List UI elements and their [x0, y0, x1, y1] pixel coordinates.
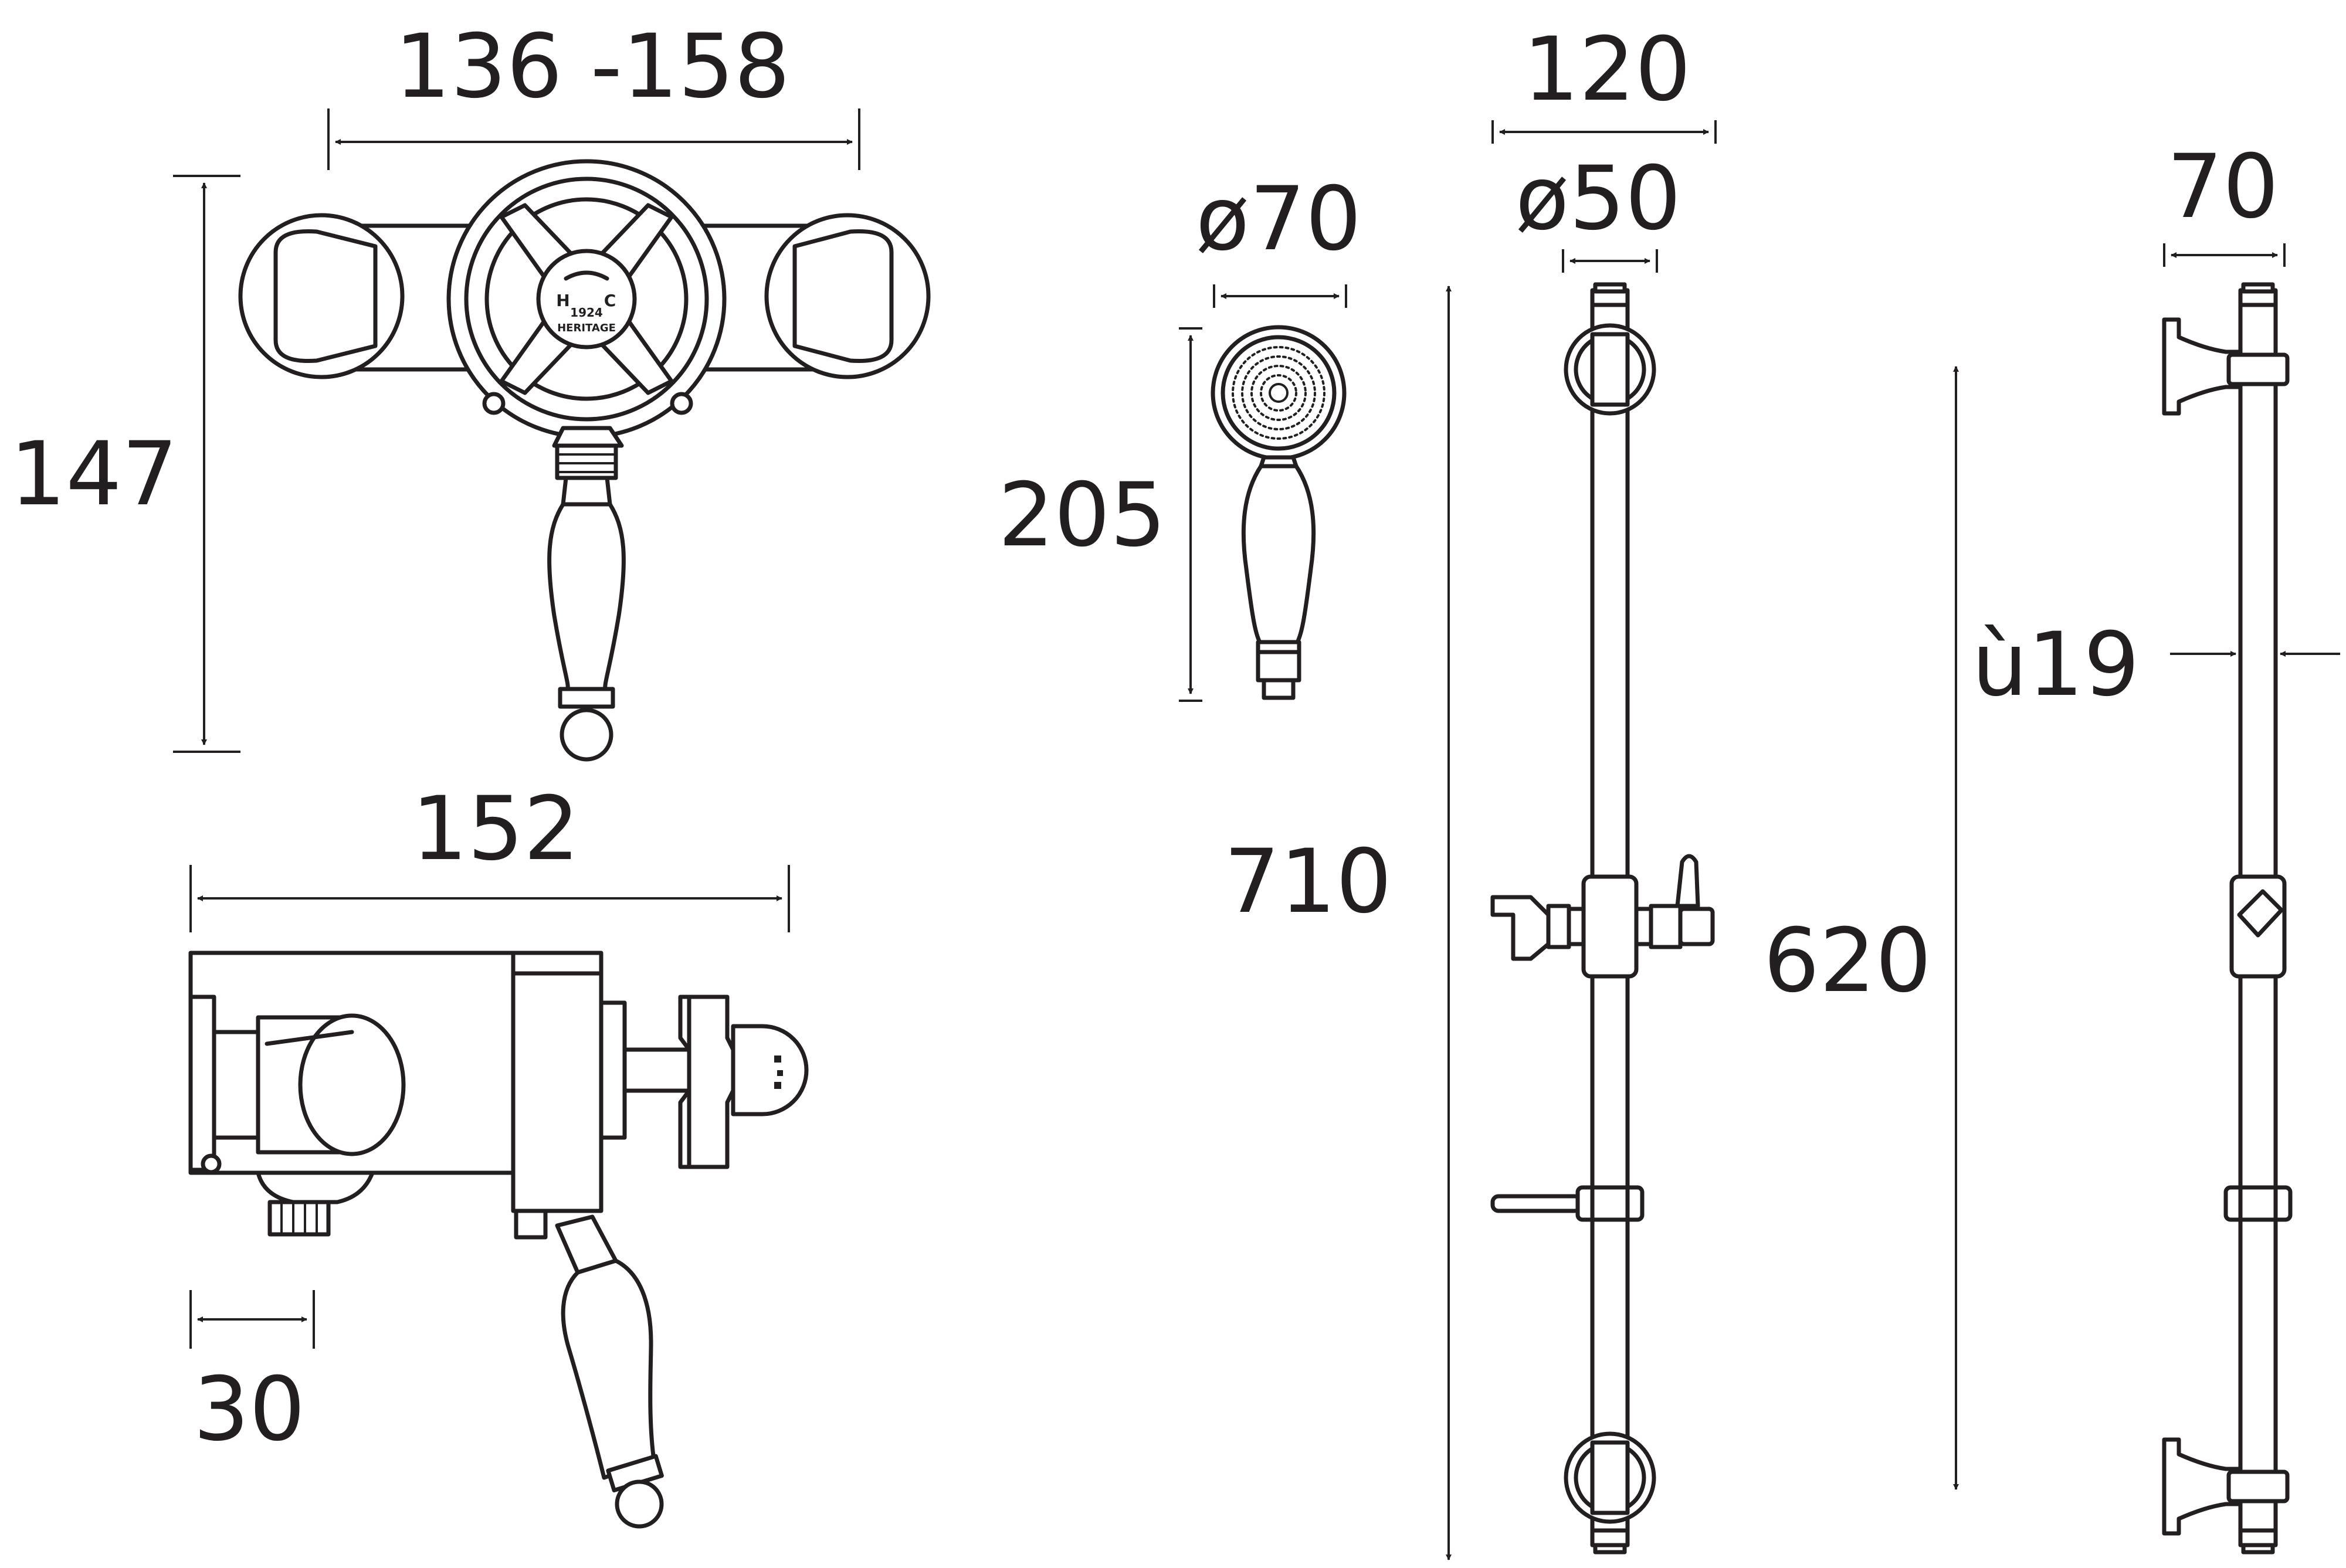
side-lever-knob: [615, 1479, 664, 1529]
screw-icon: [482, 392, 506, 415]
bracket-width-dimension: 120: [1491, 19, 1717, 144]
temperature-indicator: [536, 249, 637, 349]
valve-width-label: 136 -158: [395, 16, 790, 118]
screw-icon: [670, 392, 693, 415]
valve-housing: [511, 951, 604, 1213]
rail-depth-dimension: 70: [2163, 136, 2286, 267]
side-soap-clip: [2223, 1185, 2293, 1222]
rail-diameter-label: ù19: [1972, 614, 2140, 716]
year-label: 1924: [570, 306, 603, 320]
side-depth-dimension: 152: [189, 778, 790, 932]
rail-handset-cup: [1490, 895, 1551, 961]
soap-dish: [1490, 1194, 1583, 1213]
handset-length-label: 205: [998, 464, 1166, 566]
lever-collar: [558, 687, 615, 709]
handset-length-dimension: 205: [998, 327, 1202, 702]
bracket-diameter-dimension: ø50: [1516, 148, 1681, 273]
bracket-diameter-label: ø50: [1516, 148, 1681, 250]
rail-diameter-dimension: ù19: [1972, 614, 2340, 716]
left-end-cap-face: [273, 229, 378, 364]
slider-diamond-knob: [2237, 889, 2284, 938]
handset-handle: [1241, 464, 1316, 644]
hot-label: H: [556, 291, 569, 310]
handset-connector: [1256, 640, 1301, 683]
handset-diameter-dimension: ø70: [1196, 168, 1362, 308]
outlet-offset-label: 30: [194, 1359, 306, 1461]
direction-arrow-icon: [564, 270, 609, 281]
rail-length-dimension: 710: [1224, 286, 1452, 1560]
rail-slider: [1581, 874, 1639, 979]
valve-height-dimension: 147: [10, 175, 240, 753]
right-end-cap-face: [792, 229, 894, 364]
side-top-bracket: [2162, 317, 2243, 416]
drain-screw-icon: [201, 1153, 222, 1175]
slider-lock-lever: [1675, 854, 1700, 908]
valve-side-view: 152: [188, 778, 809, 1529]
lever-pivot: [514, 1209, 548, 1240]
rail-spacing-label: 620: [1764, 910, 1931, 1012]
rail-depth-label: 70: [2167, 136, 2279, 238]
side-bottom-bracket: [2162, 1437, 2243, 1536]
slide-rail-side: 70 ù19: [1972, 136, 2340, 1555]
handset-view: ø70 205: [998, 168, 1362, 702]
side-depth-label: 152: [412, 778, 579, 880]
lever-knob: [560, 708, 613, 762]
lever-handle: [547, 502, 626, 691]
cold-label: C: [604, 291, 616, 310]
spindle: [622, 1047, 691, 1093]
valve-height-label: 147: [10, 423, 178, 525]
outlet-offset-dimension: 30: [189, 1290, 315, 1461]
dial-cap: [731, 1024, 809, 1116]
outlet-thread: [267, 1200, 331, 1237]
slide-rail-front: 120 ø50 710: [1224, 19, 1717, 1560]
side-lever-handle: [561, 1258, 656, 1480]
brand-label: HERITAGE: [557, 322, 616, 334]
rail-spacing-dimension: 620: [1764, 366, 1959, 1490]
bracket-width-label: 120: [1523, 19, 1691, 121]
rail-length-label: 710: [1224, 831, 1392, 933]
handset-diameter-label: ø70: [1196, 168, 1362, 270]
valve-front-view: 136 -158 147 H C 1924 HERITAGE: [10, 16, 931, 762]
valve-width-dimension: 136 -158: [327, 16, 860, 170]
